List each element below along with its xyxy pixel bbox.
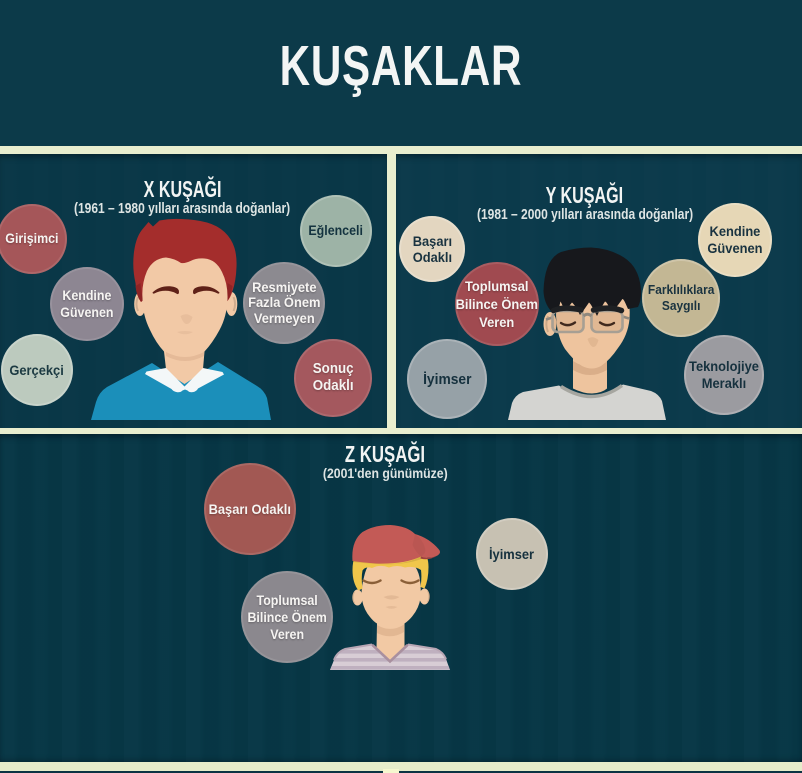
y-shirt	[508, 384, 666, 420]
panel-z-subtitle: (2001'den günümüze)	[85, 465, 685, 481]
trait-label-line: İyimser	[489, 546, 535, 562]
trait-label-line: Eğlenceli	[308, 223, 364, 238]
trait-label-line: Bilince Önem	[455, 296, 539, 312]
x-collar	[145, 368, 224, 393]
panel-y-title-text: Y KUŞAĞI	[545, 182, 623, 208]
trait-label-line: Meraklı	[701, 375, 747, 391]
trait-label: Eğlenceli	[309, 223, 364, 239]
trait-label-line: Başarı Odaklı	[208, 501, 292, 517]
trait-label-line: Veren	[270, 626, 304, 642]
y-glasses	[545, 305, 630, 334]
panel-y-subtitle: (1981 – 2000 yılları arasında doğanlar)	[396, 206, 802, 223]
trait-label-line: Odaklı	[412, 249, 452, 265]
y-figure-illustration	[508, 247, 666, 420]
trait-label: İyimser	[489, 546, 534, 562]
trait-label-line: Kendine	[709, 223, 761, 239]
trait-bubble-iyimser-y: İyimser	[407, 339, 487, 419]
trait-label-line: Teknolojiye	[689, 358, 759, 374]
divider-top	[0, 146, 802, 154]
header: KUŞAKLAR	[0, 0, 802, 146]
page-title-text: KUŞAKLAR	[279, 34, 523, 98]
trait-bubble-iyimser-z: İyimser	[476, 518, 548, 590]
divider-vertical	[387, 146, 396, 434]
trait-label-line: Güvenen	[60, 305, 114, 320]
trait-label-line: Güvenen	[707, 240, 763, 256]
panel-z-generation: Z KUŞAĞI (2001'den günümüze)	[0, 434, 802, 762]
trait-bubble-girisimci-x: Girişimci	[0, 204, 67, 274]
trait-label-line: Resmiyete	[251, 278, 317, 295]
trait-label-line: Toplumsal	[256, 592, 318, 608]
footer-strip	[0, 771, 802, 773]
page-title: KUŞAKLAR	[0, 33, 802, 99]
panel-z-title: Z KUŞAĞI	[85, 441, 685, 468]
divider-middle	[0, 428, 802, 434]
trait-label: Başarı Odaklı	[209, 501, 291, 517]
trait-label: Girişimci	[5, 231, 58, 247]
trait-label-line: Veren	[479, 314, 515, 330]
panel-y-subtitle-text: (1981 – 2000 yılları arasında doğanlar)	[476, 206, 694, 223]
panel-z-title-text: Z KUŞAĞI	[344, 441, 426, 467]
divider-bottom	[0, 762, 802, 771]
x-figure-illustration	[91, 218, 271, 420]
trait-label-line: Toplumsal	[465, 278, 529, 294]
trait-label-line: Saygılı	[661, 298, 701, 313]
trait-bubble-gercekci-x: Gerçekçi	[1, 334, 73, 406]
panel-z-subtitle-text: (2001'den günümüze)	[322, 465, 448, 481]
divider-vertical-stub	[383, 769, 399, 773]
trait-label-line: Odaklı	[312, 378, 354, 394]
panel-x-title-text: X KUŞAĞI	[144, 176, 222, 202]
trait-label-line: Girişimci	[5, 231, 59, 246]
trait-label-line: Vermeyen	[253, 309, 315, 326]
trait-label-line: Bilince Önem	[247, 609, 327, 625]
trait-label: Gerçekçi	[10, 362, 64, 378]
trait-bubble-basari-odakli-z: Başarı Odaklı	[204, 463, 296, 555]
trait-label-line: İyimser	[422, 370, 472, 388]
y-hair	[543, 247, 642, 316]
trait-label-line: Farklılıklara	[647, 282, 715, 297]
trait-label-line: Sonuç	[312, 361, 354, 377]
trait-label-line: Kendine	[62, 288, 112, 303]
z-cap	[352, 525, 441, 564]
trait-label-line: Başarı	[412, 233, 452, 249]
trait-label-line: Gerçekçi	[9, 362, 65, 378]
z-cap-visor	[412, 534, 426, 557]
panel-y-title: Y KUŞAĞI	[396, 182, 802, 209]
panel-x-subtitle-text: (1961 – 1980 yılları arasında doğanlar)	[73, 200, 291, 217]
panel-x-subtitle: (1961 – 1980 yılları arasında doğanlar)	[0, 200, 387, 217]
trait-bubble-eglenceli-x: Eğlenceli	[300, 195, 372, 267]
trait-label: İyimser	[423, 371, 471, 388]
trait-label-line: Fazla Önem	[247, 294, 321, 311]
panel-x-title: X KUŞAĞI	[0, 176, 387, 203]
z-figure-illustration	[330, 525, 450, 670]
